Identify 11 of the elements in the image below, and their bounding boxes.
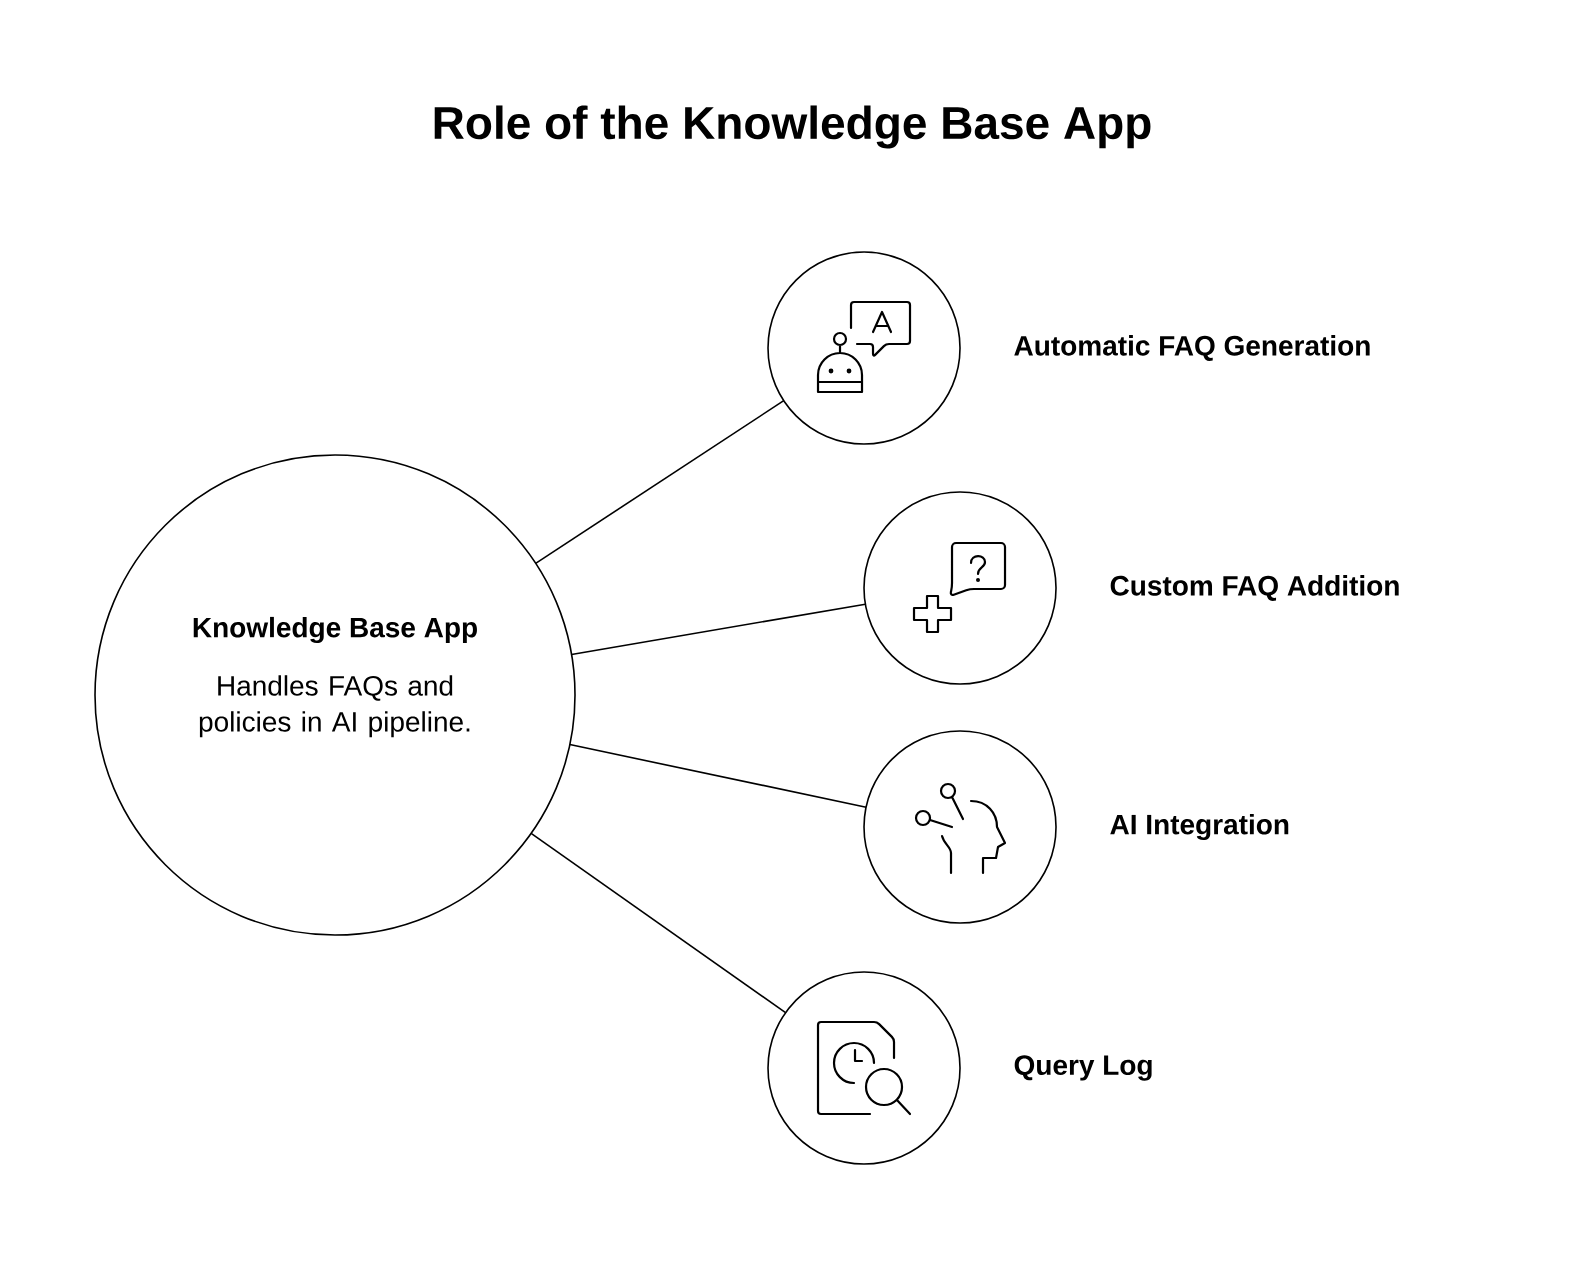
node-description: Handles FAQs and policies in AI pipeline.	[199, 675, 470, 738]
connector-line	[569, 743, 867, 808]
connector-line	[534, 399, 785, 565]
node-heading: Knowledge Base App	[193, 616, 477, 644]
connector-line	[570, 603, 867, 656]
title: Role of the Knowledge Base App	[434, 105, 1151, 149]
connector-line	[530, 832, 787, 1014]
node-label: AI Integration	[1110, 813, 1289, 841]
node-label: Query Log	[1014, 1055, 1152, 1081]
node-label: Custom FAQ Addition	[1110, 575, 1399, 601]
node-label: Automatic FAQ Generation	[1014, 335, 1370, 361]
